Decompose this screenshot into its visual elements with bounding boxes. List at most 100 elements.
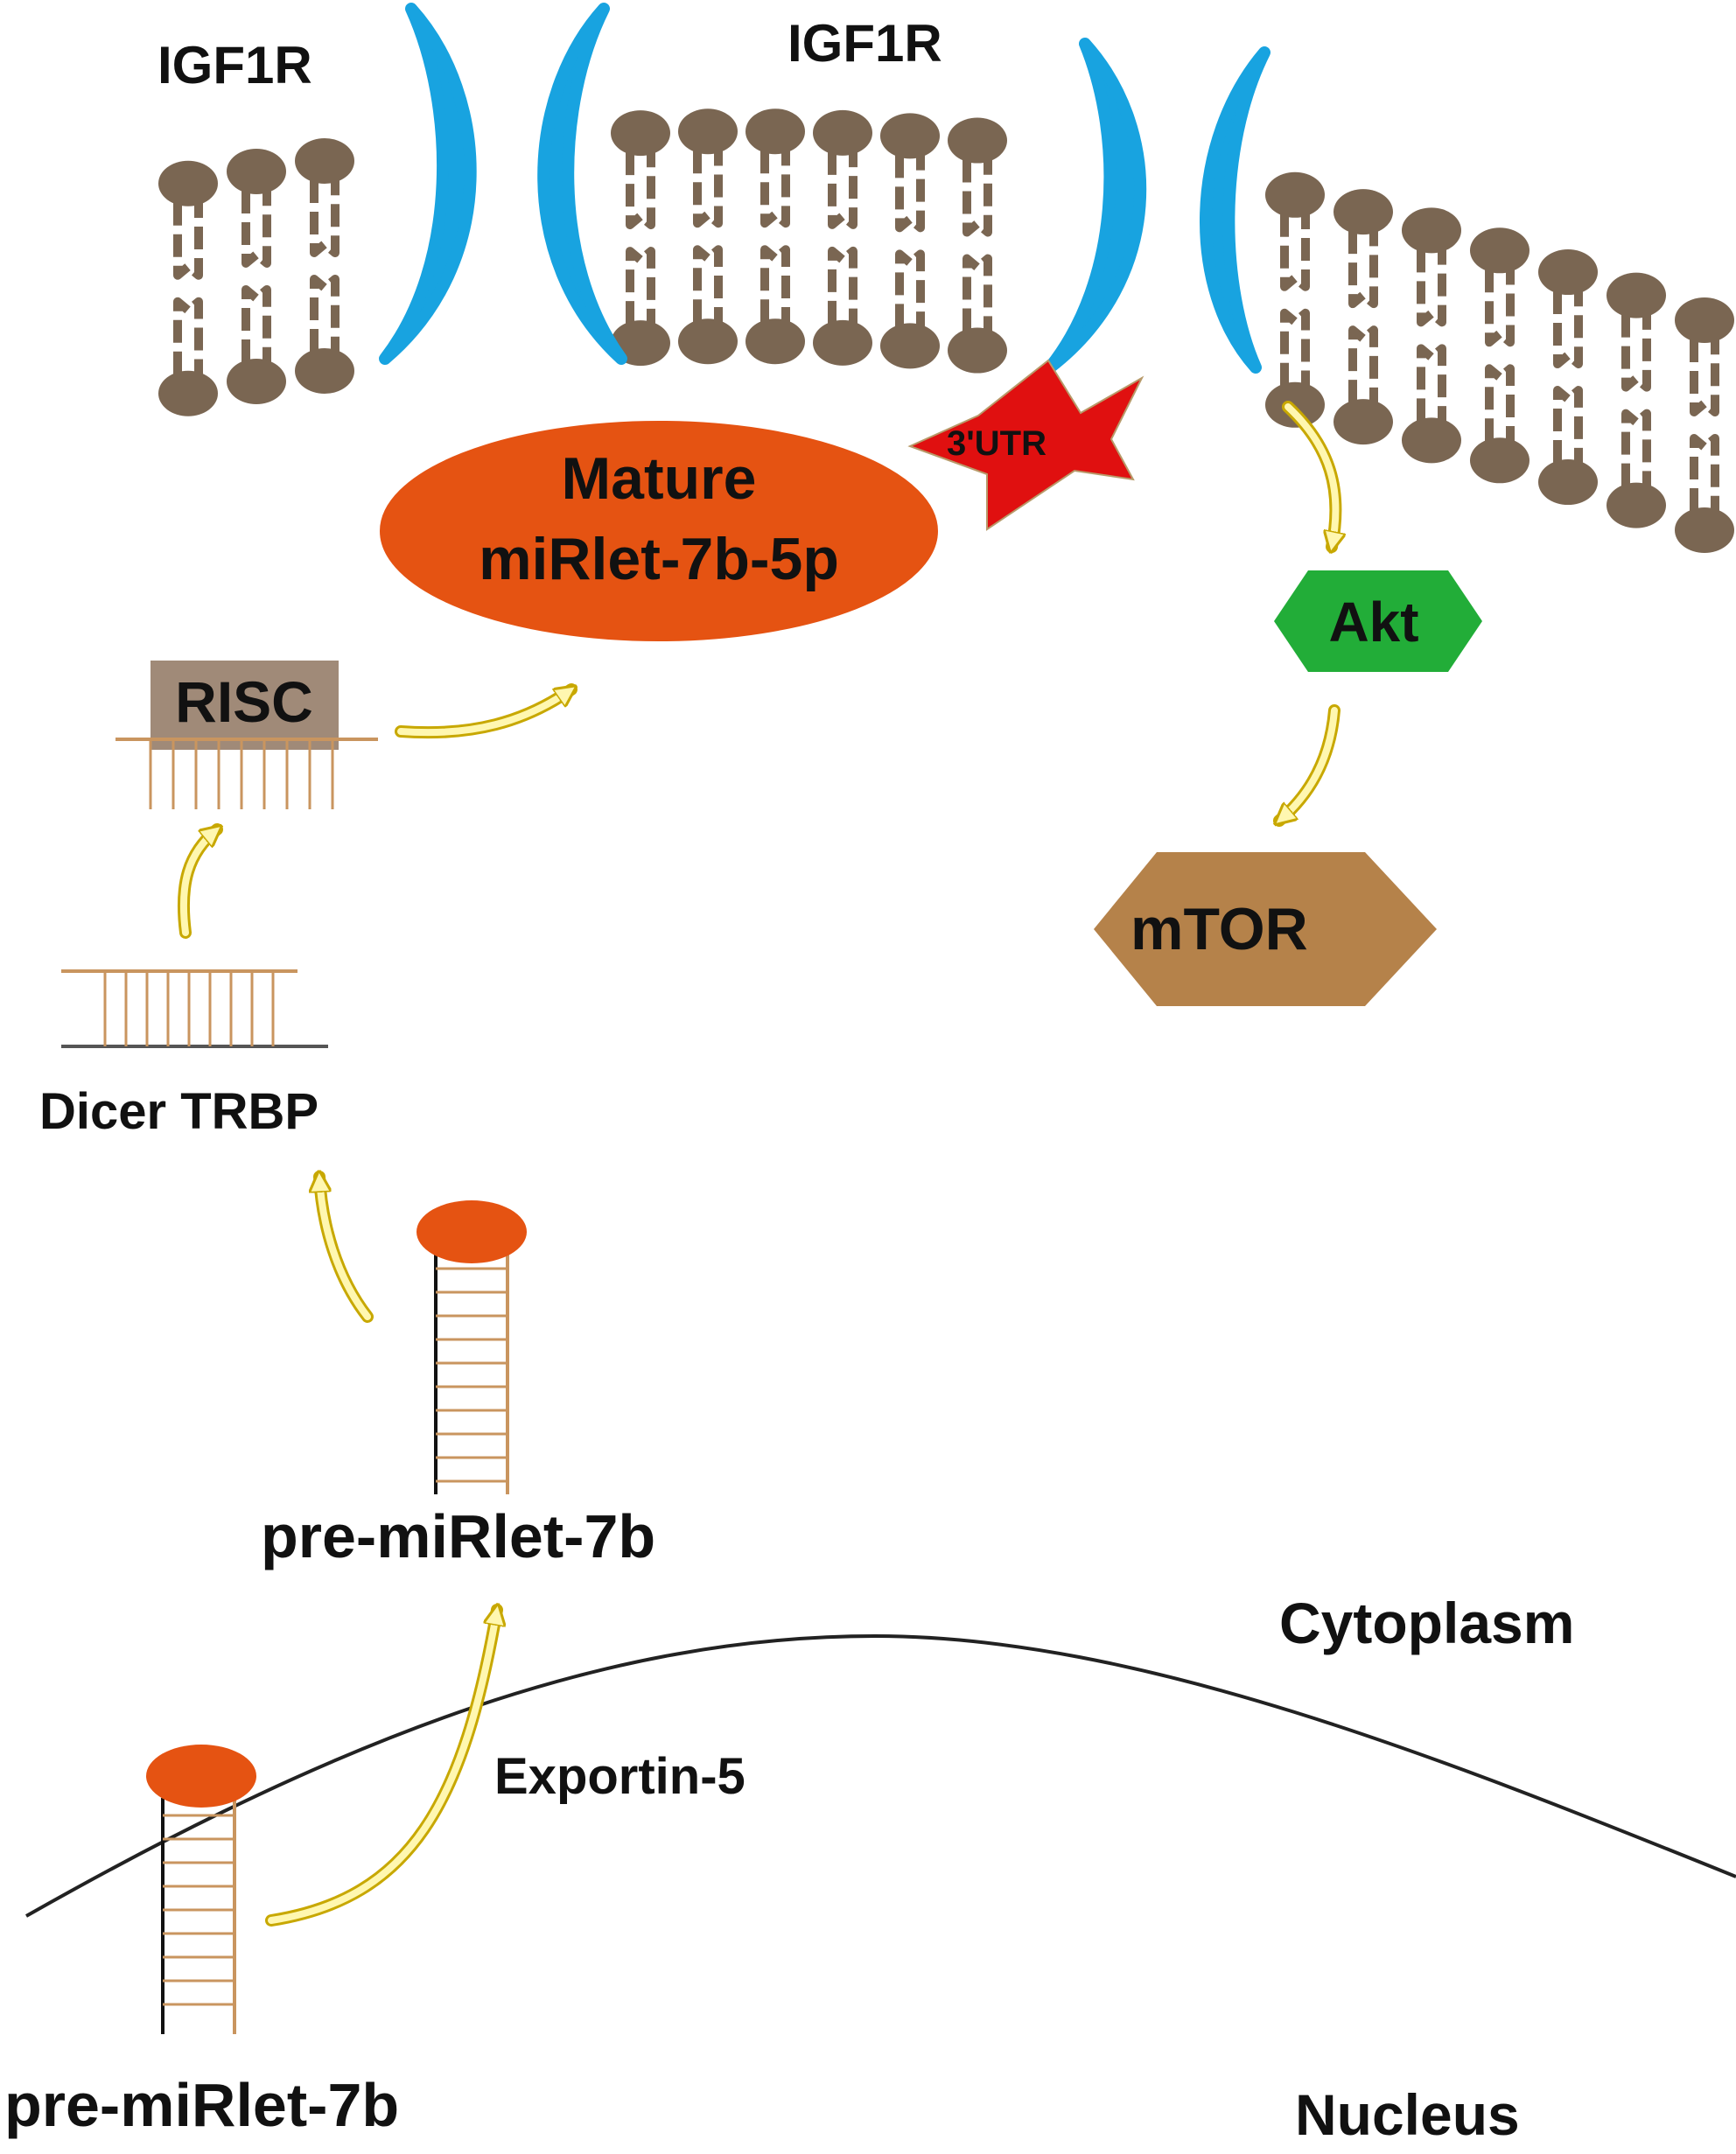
lipid-head-outer [678,108,738,155]
phospholipid-pair [1470,227,1530,484]
phospholipid-pair [611,110,670,367]
lipid-tail-outer [962,159,992,237]
igf1r-receptor-left [379,3,627,365]
phospholipid-pair [158,160,218,416]
akt-hexagon [1274,570,1482,672]
dicer-duplex [61,969,328,1048]
lipid-head-inner [948,327,1007,374]
lipid-head-outer [813,109,872,156]
nuclear-envelope [25,1633,1736,1918]
hairpin-nuc-rungs [163,1814,234,2006]
lipid-head-inner [227,358,286,404]
nucleus-label: Nucleus [1295,2082,1520,2147]
phospholipid-pair [1334,189,1393,445]
arrow-akt-to-mtor [1273,704,1340,827]
lipid-tail-outer [1348,231,1378,309]
phospholipid-pair [678,108,738,365]
mature-label-line1: Mature [562,445,757,512]
lipid-head-outer [1538,249,1598,296]
flow-arrows [177,401,1340,1927]
arrow-exportin-nucleus-to-cyto-fill [268,1610,497,1924]
lipid-head-outer [227,148,286,194]
mtor-label: mTOR [1130,896,1308,962]
lipid-tail-outer [1621,314,1651,392]
lipid-head-outer [1402,207,1461,254]
lipid-head-inner [1402,417,1461,464]
arrow-receptor-to-akt-fill [1284,403,1335,547]
igf1r-right-arc-a [1044,38,1147,374]
arrow-risc-to-mature-fill [397,689,571,737]
arrow-hairpin-to-dicer-fill [319,1177,371,1320]
lipid-tail-inner [828,246,858,324]
exportin-label: Exportin-5 [494,1748,746,1805]
pre-mirna-hairpin-nucleus [146,1745,256,2034]
utr-label: 3'UTR [947,424,1046,463]
lipid-tail-inner [895,249,925,327]
phospholipid-pair [295,137,354,394]
phospholipid-pair [1265,171,1325,428]
lipid-head-outer [746,108,805,155]
lipid-tail-inner [693,245,723,323]
igf1r-receptor-right [1044,38,1270,374]
lipid-head-inner [1470,437,1530,484]
lipid-bilayer-membrane [158,108,1734,554]
lipid-tail-outer [1417,249,1446,327]
arrow-akt-to-mtor-fill [1279,707,1338,821]
lipid-head-outer [1334,189,1393,235]
lipid-tail-outer [895,155,925,233]
lipid-tail-inner [962,254,992,332]
hairpin-nuc-loop [146,1745,256,1808]
lipid-head-outer [158,160,218,206]
lipid-tail-outer [828,151,858,229]
lipid-head-outer [880,113,940,159]
lipid-head-outer [1470,227,1530,274]
akt-node: Akt [1274,570,1482,672]
lipid-head-inner [746,318,805,365]
phospholipid-pair [227,148,286,404]
mature-mirna-ellipse [380,421,938,641]
lipid-head-outer [1675,297,1734,344]
lipid-head-outer [948,117,1007,164]
hairpin-cyto-loop [416,1200,527,1263]
lipid-tail-inner [1280,308,1310,386]
lipid-tail-outer [626,152,655,230]
phospholipid-pair [746,108,805,365]
akt-label: Akt [1328,591,1418,654]
lipid-head-outer [1265,171,1325,218]
lipid-head-inner [678,318,738,365]
phospholipid-pair [880,113,940,369]
risc-label: RISC [175,669,313,734]
phospholipid-pair [1675,297,1734,554]
lipid-tail-outer [1280,213,1310,291]
lipid-head-inner [1675,507,1734,554]
dicer-trbp-label: Dicer TRBP [39,1083,318,1140]
mature-mirna: Mature miRlet-7b-5p [380,421,938,641]
mtor-hexagon [1094,852,1437,1006]
lipid-head-inner [1538,459,1598,506]
mature-label-line2: miRlet-7b-5p [479,526,839,592]
cytoplasm-label: Cytoplasm [1279,1591,1574,1655]
phospholipid-pair [813,109,872,366]
igf1r-left-arc-b [537,3,627,365]
lipid-head-inner [813,319,872,366]
lipid-tail-outer [760,150,790,228]
lipid-tail-outer [1553,291,1583,369]
lipid-head-inner [1265,381,1325,428]
phospholipid-pair [1402,207,1461,464]
lipid-tail-inner [310,274,340,352]
risc-complex: RISC [116,661,378,809]
pre-mirna-label-nucleus: pre-miRlet-7b [4,2071,399,2139]
lipid-tail-outer [693,150,723,228]
lipid-tail-inner [1485,364,1515,442]
risc-strand-teeth [149,739,334,809]
igf1r-label-left: IGF1R [158,36,312,94]
phospholipid-pair [1538,249,1598,506]
lipid-tail-inner [242,284,271,362]
lipid-head-outer [295,137,354,184]
igf1r-left-arc-a [379,3,477,365]
duplex-rungs [103,971,275,1046]
lipid-head-inner [295,347,354,394]
lipid-tail-inner [1621,409,1651,486]
